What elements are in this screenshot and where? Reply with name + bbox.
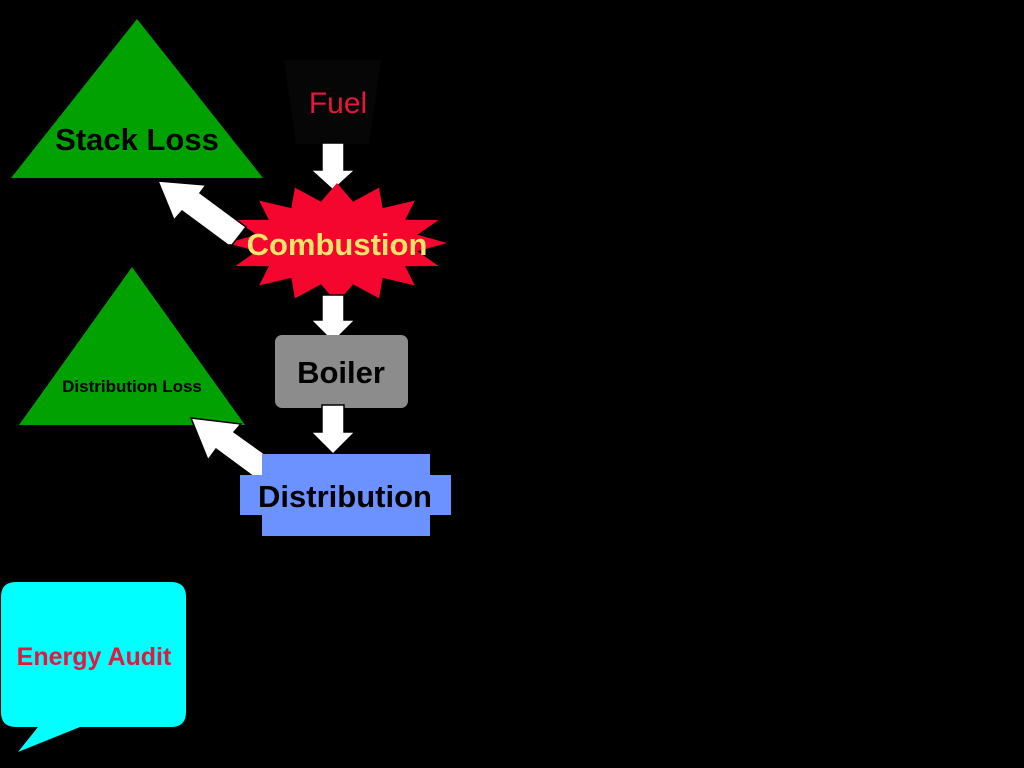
fuel-node: Fuel — [284, 60, 381, 144]
fuel-hopper-shape — [284, 60, 381, 144]
combustion-burst-shape — [227, 183, 447, 303]
stack-loss-triangle — [11, 19, 263, 178]
boiler-box — [275, 335, 408, 408]
callout-label: Energy Audit — [17, 643, 172, 671]
arrow-fuel-to-combustion — [309, 142, 357, 192]
distribution-loss-label: Distribution Loss — [62, 377, 202, 396]
combustion-node: Combustion — [227, 183, 447, 303]
energy-audit-callout: Energy Audit — [1, 582, 186, 752]
distribution-label: Distribution — [258, 479, 432, 514]
distribution-shape — [240, 454, 451, 536]
fuel-label: Fuel — [309, 87, 367, 120]
distribution-node: Distribution — [240, 454, 451, 536]
stack-loss-node: Stack Loss — [11, 19, 263, 178]
boiler-node: Boiler — [275, 335, 408, 408]
stack-loss-label: Stack Loss — [55, 122, 219, 157]
arrow-combustion-to-boiler — [309, 294, 357, 344]
distribution-loss-node: Distribution Loss — [19, 267, 245, 425]
callout-bubble — [1, 582, 186, 752]
boiler-label: Boiler — [297, 355, 385, 390]
distribution-loss-triangle — [19, 267, 245, 425]
arrow-boiler-to-distribution — [309, 404, 357, 456]
arrow-distribution-to-distribution-loss — [189, 417, 278, 481]
arrow-combustion-to-stack-loss — [156, 180, 248, 246]
combustion-label: Combustion — [247, 227, 428, 262]
